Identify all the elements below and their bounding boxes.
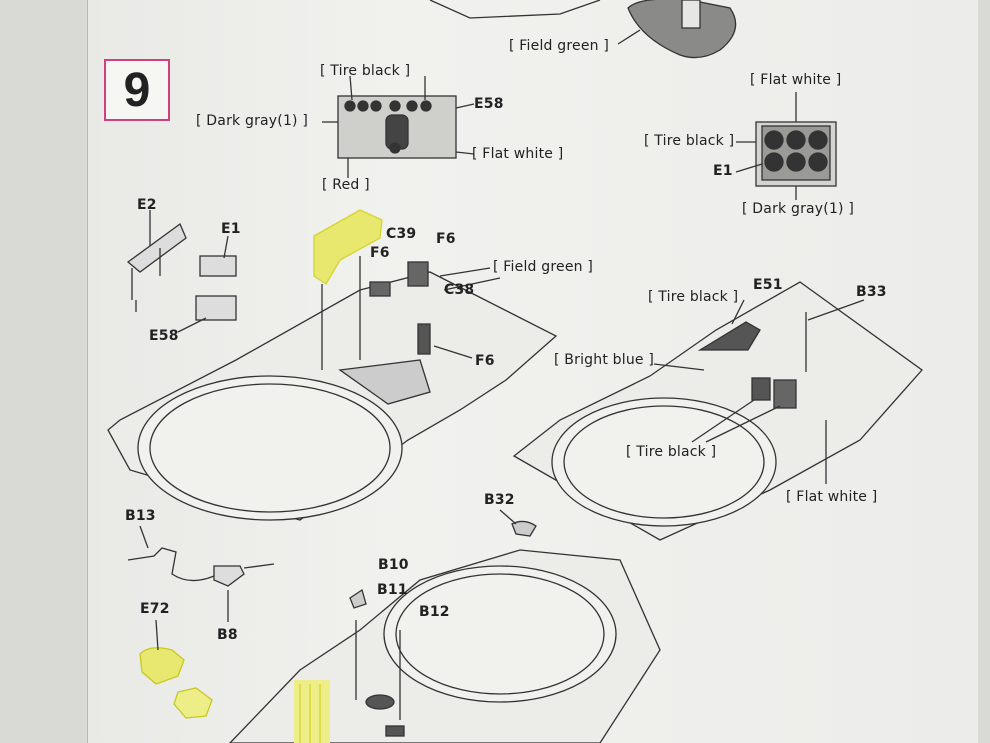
part-label-e1: E1 <box>221 221 241 237</box>
callout-field-green-mid: [ Field green ] <box>493 259 594 275</box>
part-label-f6-c: F6 <box>475 353 495 369</box>
part-label-e58: E58 <box>149 328 179 344</box>
part-label-c38: C38 <box>444 282 475 298</box>
step-number: 9 <box>123 63 151 117</box>
callout-dark-gray-panel: [ Dark gray(1) ] <box>196 113 309 129</box>
small-bracket-e2 <box>126 222 187 273</box>
part-b32 <box>511 520 537 537</box>
callout-flat-white-right: [ Flat white ] <box>786 489 878 505</box>
part-label-b12: B12 <box>419 604 450 620</box>
part-label-b11: B11 <box>377 582 408 598</box>
callout-field-green-top: [ Field green ] <box>509 38 610 54</box>
callout-tire-black-panel: [ Tire black ] <box>320 63 411 79</box>
base-post <box>681 0 701 29</box>
top-turret-part <box>429 0 601 19</box>
part-label-f6-b: F6 <box>436 231 456 247</box>
callout-flat-white-rack: [ Flat white ] <box>750 72 842 88</box>
callout-tire-black-right: [ Tire black ] <box>648 289 739 305</box>
highlight-panel-left <box>313 209 383 285</box>
part-label-c39: C39 <box>386 226 417 242</box>
highlight-e72 <box>139 647 185 685</box>
callout-tire-black-center: [ Tire black ] <box>626 444 717 460</box>
part-label-e1-rack: E1 <box>713 163 733 179</box>
pipe-b13 <box>127 547 233 582</box>
turret-ring-left <box>137 375 403 521</box>
step-number-box: 9 <box>104 59 170 121</box>
part-label-f6-a: F6 <box>370 245 390 261</box>
small-rack-e58 <box>195 295 237 321</box>
part-label-e2: E2 <box>137 197 157 213</box>
part-label-b8: B8 <box>217 627 238 643</box>
turret-ring-right <box>551 397 777 527</box>
callout-dark-gray-rack: [ Dark gray(1) ] <box>742 201 855 217</box>
callout-tire-black-rack: [ Tire black ] <box>644 133 735 149</box>
leader-field-green-top <box>617 29 641 45</box>
part-label-e58-panel: E58 <box>474 96 504 112</box>
turret-ring-lower <box>383 565 617 703</box>
part-label-e72: E72 <box>140 601 170 617</box>
small-rack-e1 <box>199 255 237 277</box>
part-label-e51: E51 <box>753 277 783 293</box>
field-green-base <box>627 0 737 59</box>
callout-red-panel: [ Red ] <box>322 177 370 193</box>
part-label-b13: B13 <box>125 508 156 524</box>
callout-flat-white-panel: [ Flat white ] <box>472 146 564 162</box>
part-label-b33: B33 <box>856 284 887 300</box>
part-label-b32: B32 <box>484 492 515 508</box>
part-label-b10: B10 <box>378 557 409 573</box>
callout-bright-blue: [ Bright blue ] <box>554 352 655 368</box>
